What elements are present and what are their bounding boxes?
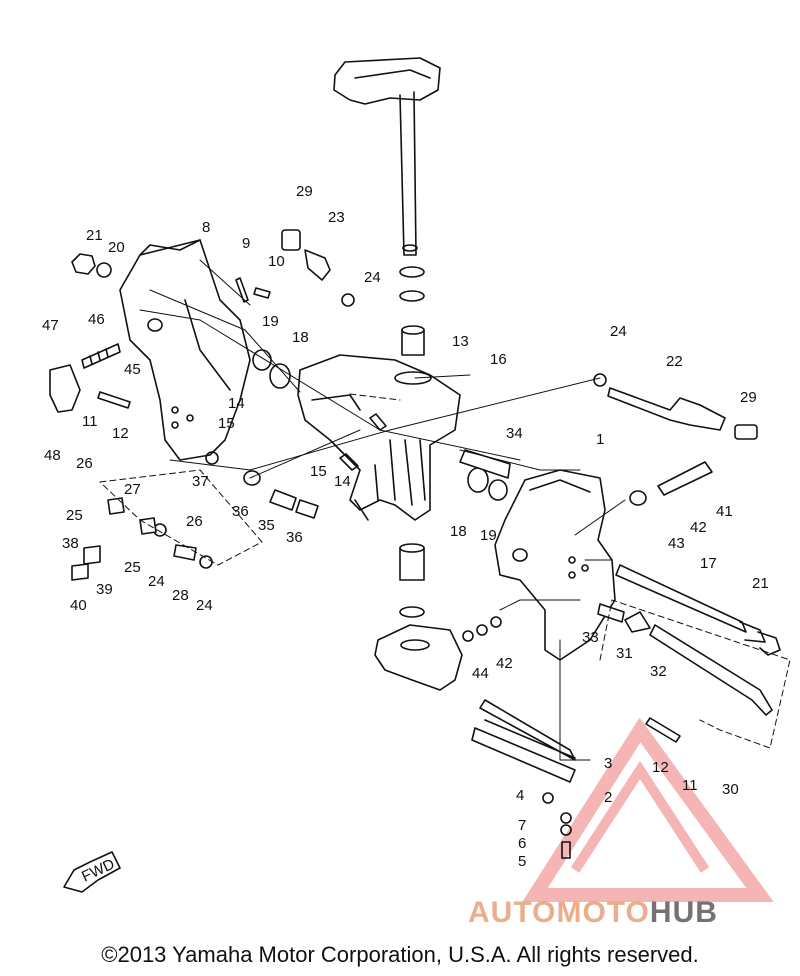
- callout-31: 31: [616, 645, 633, 662]
- callout-40: 40: [70, 597, 87, 614]
- callout-26-b: 26: [186, 513, 203, 530]
- callout-10: 10: [268, 253, 285, 270]
- callout-19-center: 19: [480, 527, 497, 544]
- callout-14-center: 14: [334, 473, 351, 490]
- callout-47: 47: [42, 317, 59, 334]
- callout-45: 45: [124, 361, 141, 378]
- callout-24-right: 24: [610, 323, 627, 340]
- callout-44: 44: [472, 665, 489, 682]
- fwd-arrow: [63, 851, 121, 893]
- watermark-part1: AUTOMOTO: [468, 896, 650, 929]
- lower-mount: [374, 543, 463, 691]
- callout-42-lower: 42: [496, 655, 513, 672]
- callout-23: 23: [328, 209, 345, 226]
- callout-29-top: 29: [296, 183, 313, 200]
- watermark-part2: HUB: [649, 896, 718, 929]
- callout-46: 46: [88, 311, 105, 328]
- callout-19-left: 19: [262, 313, 279, 330]
- callout-7: 7: [518, 817, 526, 834]
- callout-18-left: 18: [292, 329, 309, 346]
- callout-12-right: 12: [652, 759, 669, 776]
- callout-3: 3: [604, 755, 612, 772]
- copyright-notice: ©2013 Yamaha Motor Corporation, U.S.A. A…: [101, 942, 699, 967]
- callout-16: 16: [490, 351, 507, 368]
- swivel-bracket: [297, 354, 461, 521]
- callout-9: 9: [242, 235, 250, 252]
- callout-41: 41: [716, 503, 733, 520]
- callout-35: 35: [258, 517, 275, 534]
- callout-36-b: 36: [286, 529, 303, 546]
- watermark-text: AUTOMOTOHUB: [468, 896, 718, 930]
- callout-labels: 1 2 3 4 5 6 7 8 9 10 11 11 12 12 13 14 1…: [42, 183, 769, 870]
- callout-37: 37: [192, 473, 209, 490]
- right-clamp-bracket: [494, 469, 616, 661]
- callout-24-top: 24: [364, 269, 381, 286]
- callout-1: 1: [596, 431, 604, 448]
- callout-17: 17: [700, 555, 717, 572]
- callout-22: 22: [666, 353, 683, 370]
- callout-5: 5: [518, 853, 526, 870]
- anode-plates: [471, 699, 576, 783]
- steering-shaft: [333, 57, 441, 356]
- callout-15-left: 15: [218, 415, 235, 432]
- callout-24-lower-a: 24: [148, 573, 165, 590]
- callout-39: 39: [96, 581, 113, 598]
- callout-38: 38: [62, 535, 79, 552]
- callout-25-b: 25: [124, 559, 141, 576]
- watermark-logo: [522, 717, 774, 902]
- callout-15-center: 15: [310, 463, 327, 480]
- callout-42-right: 42: [690, 519, 707, 536]
- fasteners: [49, 229, 713, 859]
- callout-27: 27: [124, 481, 141, 498]
- callout-4: 4: [516, 787, 524, 804]
- callout-34: 34: [506, 425, 523, 442]
- tilt-lever-rod: [607, 387, 758, 440]
- callout-48: 48: [44, 447, 61, 464]
- callout-11-left: 11: [82, 413, 98, 430]
- callout-20: 20: [108, 239, 125, 256]
- callout-21-right: 21: [752, 575, 769, 592]
- callout-2: 2: [604, 789, 612, 806]
- callout-29-right: 29: [740, 389, 757, 406]
- callout-8: 8: [202, 219, 210, 236]
- callout-11-right: 11: [682, 777, 698, 794]
- callout-12-left: 12: [112, 425, 129, 442]
- callout-30: 30: [722, 781, 739, 798]
- callout-28: 28: [172, 587, 189, 604]
- callout-26-a: 26: [76, 455, 93, 472]
- callout-25-a: 25: [66, 507, 83, 524]
- callout-18-center: 18: [450, 523, 467, 540]
- callout-13: 13: [452, 333, 469, 350]
- callout-43: 43: [668, 535, 685, 552]
- callout-33: 33: [582, 629, 599, 646]
- callout-21-left: 21: [86, 227, 103, 244]
- callout-36-a: 36: [232, 503, 249, 520]
- left-clamp-bracket: [119, 239, 251, 461]
- callout-32: 32: [650, 663, 667, 680]
- dashed-boundaries: [99, 393, 791, 749]
- callout-6: 6: [518, 835, 526, 852]
- leader-lines: [139, 259, 626, 761]
- through-bolt: [615, 564, 781, 656]
- callout-14-left: 14: [228, 395, 245, 412]
- trim-rod: [624, 611, 773, 716]
- callout-24-lower-b: 24: [196, 597, 213, 614]
